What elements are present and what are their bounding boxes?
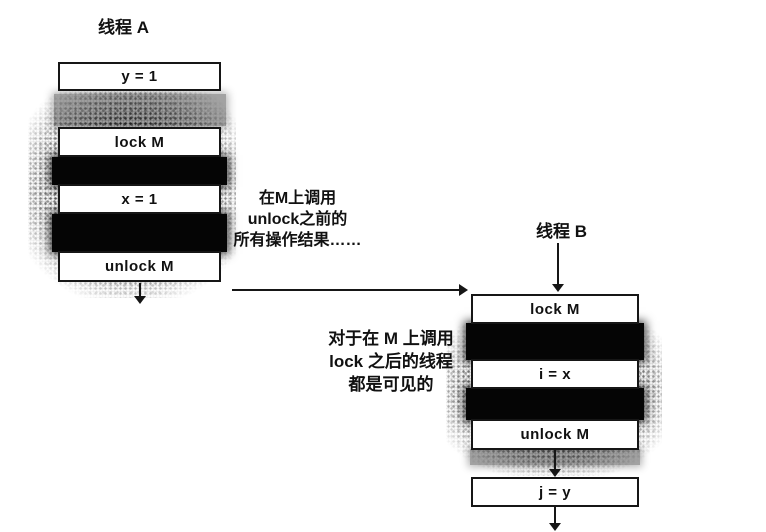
thread-a-halftone-band-top [54, 94, 226, 126]
arrow-head [552, 284, 564, 292]
arrow-head [549, 523, 561, 531]
thread-b-halftone-band-mid [466, 388, 644, 420]
arrow-line [557, 243, 559, 286]
thread-b-title: 线程 B [536, 222, 587, 241]
arrow-down-icon [549, 450, 561, 477]
arrow-head [549, 469, 561, 477]
thread-a-halftone-band-mid [52, 157, 227, 185]
arrow-line [554, 450, 556, 471]
thread-b-box-lock: lock M [471, 294, 639, 324]
thread-b-halftone-band-top [466, 323, 644, 360]
arrow-down-icon [549, 507, 561, 531]
arrow-head [134, 296, 146, 304]
thread-b-box-jy: j = y [471, 477, 639, 507]
thread-a-box-lock: lock M [58, 127, 221, 157]
annotation-before-unlock: 在M上调用 unlock之前的 所有操作结果…… [233, 190, 362, 249]
thread-b-box-ix: i = x [471, 359, 639, 389]
arrow-line [139, 283, 141, 298]
arrow-line [554, 507, 556, 525]
annotation-after-lock: 对于在 M 上调用 lock 之后的线程 都是可见的 [328, 329, 454, 394]
arrow-line [232, 289, 460, 291]
thread-a-box-y1: y = 1 [58, 62, 221, 91]
arrow-down-icon [134, 283, 146, 304]
arrow-head [459, 284, 468, 296]
arrow-down-icon [552, 243, 564, 292]
thread-a-box-unlock: unlock M [58, 251, 221, 282]
thread-a-title: 线程 A [98, 18, 149, 37]
arrow-right-icon [232, 284, 468, 296]
thread-a-box-x1: x = 1 [58, 184, 221, 214]
thread-a-halftone-band-bottom [52, 214, 227, 252]
thread-b-box-unlock: unlock M [471, 419, 639, 450]
